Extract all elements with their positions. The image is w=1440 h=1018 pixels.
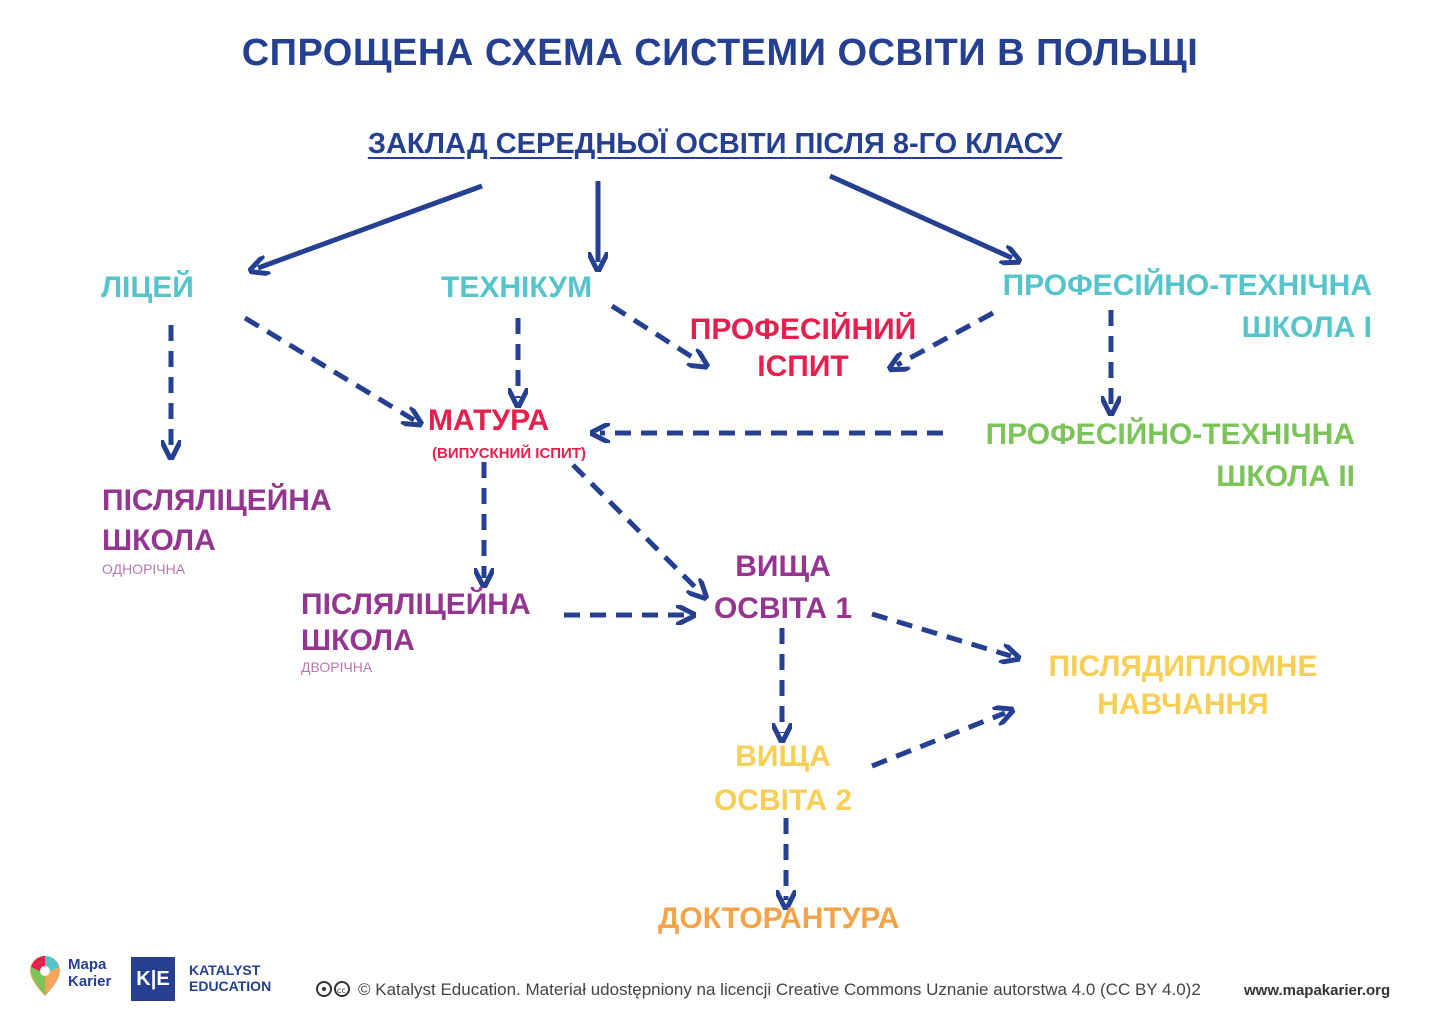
mapa-karier-logo: Mapa Karier (28, 952, 118, 1000)
node-higher-education-2-line1: ВИЩА (735, 740, 831, 773)
mapa-karier-logo-line2: Karier (68, 973, 112, 990)
node-postsecondary-school-2-line1: ПІСЛЯЛІЦЕЙНА (301, 588, 531, 621)
arrow-higher-2-to-postgrad (871, 713, 1005, 769)
arrow-liceum-to-matura (243, 315, 414, 420)
node-professional-exam: ПРОФЕСІЙНИЙ ІСПИТ (678, 311, 928, 385)
katalyst-logo-line1: KATALYST (189, 962, 261, 978)
node-doctorate: ДОКТОРАНТУРА (658, 902, 900, 935)
node-higher-education-1-line2: ОСВІТА 1 (713, 592, 853, 625)
cc-license-icons: cc (316, 980, 352, 1003)
node-vocational-school-2-line1: ПРОФЕСІЙНО-ТЕХНІЧНА (985, 418, 1355, 451)
node-higher-education-2-line2: ОСВІТА 2 (713, 784, 853, 817)
node-vocational-school-2-line2: ШКОЛА II (1216, 460, 1355, 493)
node-professional-exam-line2: ІСПИТ (757, 350, 849, 383)
arrow-to-liceum (258, 183, 483, 268)
node-vocational-school-1-line1: ПРОФЕСІЙНО-ТЕХНІЧНА (1002, 269, 1372, 302)
page-title: СПРОЩЕНА СХЕМА СИСТЕМИ ОСВІТИ В ПОЛЬЩІ (241, 32, 1199, 74)
node-postgraduate-studies-line1: ПІСЛЯДИПЛОМНЕ (1048, 650, 1318, 683)
mapa-karier-logo-line1: Mapa (68, 956, 107, 973)
node-higher-education-1: ВИЩА ОСВІТА 1 (683, 546, 883, 630)
node-postsecondary-school-2-note: ДВОРІЧНА (301, 659, 373, 675)
arrow-higher-1-to-postgrad (871, 611, 1011, 656)
node-professional-exam-line1: ПРОФЕСІЙНИЙ (689, 313, 917, 346)
node-postsecondary-school-1: ПІСЛЯЛІЦЕЙНА ШКОЛА ОДНОРІЧНА (102, 481, 332, 577)
arrow-matura-to-higher-1 (571, 463, 700, 592)
katalyst-education-logo: K|E KATALYST EDUCATION (131, 957, 291, 1001)
arrow-technikum-to-prof-exam (610, 303, 700, 362)
node-technikum: ТЕХНІКУМ (441, 271, 593, 304)
node-postsecondary-school-2-line2: ШКОЛА (301, 624, 415, 657)
node-postsecondary-school-2: ПІСЛЯЛІЦЕЙНА ШКОЛА ДВОРІЧНА (301, 587, 531, 675)
katalyst-logo-mark: K|E (131, 957, 175, 1001)
node-postsecondary-school-1-line2: ШКОЛА (102, 524, 216, 557)
node-vocational-school-1-line2: ШКОЛА I (1241, 311, 1372, 344)
license-text: © Katalyst Education. Materiał udostępni… (358, 980, 1201, 999)
node-vocational-school-2: ПРОФЕСІЙНО-ТЕХНІЧНА ШКОЛА II (986, 414, 1355, 498)
diagram-subtitle: ЗАКЛАД СЕРЕДНЬОЇ ОСВІТИ ПІСЛЯ 8-ГО КЛАСУ (367, 128, 1063, 160)
node-postgraduate-studies: ПІСЛЯДИПЛОМНЕ НАВЧАННЯ (1033, 648, 1333, 724)
website-link[interactable]: www.mapakarier.org (1244, 982, 1391, 999)
arrow-vocational-1-to-prof-exam (897, 310, 995, 365)
katalyst-logo-line2: EDUCATION (189, 978, 272, 994)
node-postsecondary-school-1-line1: ПІСЛЯЛІЦЕЙНА (102, 484, 332, 517)
node-liceum: ЛІЦЕЙ (101, 271, 194, 304)
node-postsecondary-school-1-note: ОДНОРІЧНА (102, 561, 186, 577)
node-vocational-school-1: ПРОФЕСІЙНО-ТЕХНІЧНА ШКОЛА I (1003, 265, 1372, 349)
node-matura-note: (ВИПУСКНИЙ ІСПИТ) (432, 445, 586, 462)
svg-text:cc: cc (337, 986, 346, 995)
node-higher-education-2: ВИЩА ОСВІТА 2 (683, 735, 883, 823)
node-postgraduate-studies-line2: НАВЧАННЯ (1097, 688, 1269, 721)
arrow-to-vocational-1 (828, 173, 1012, 258)
map-pin-icon (30, 956, 60, 996)
node-matura: МАТУРА (428, 404, 550, 437)
node-higher-education-1-line1: ВИЩА (735, 550, 831, 583)
